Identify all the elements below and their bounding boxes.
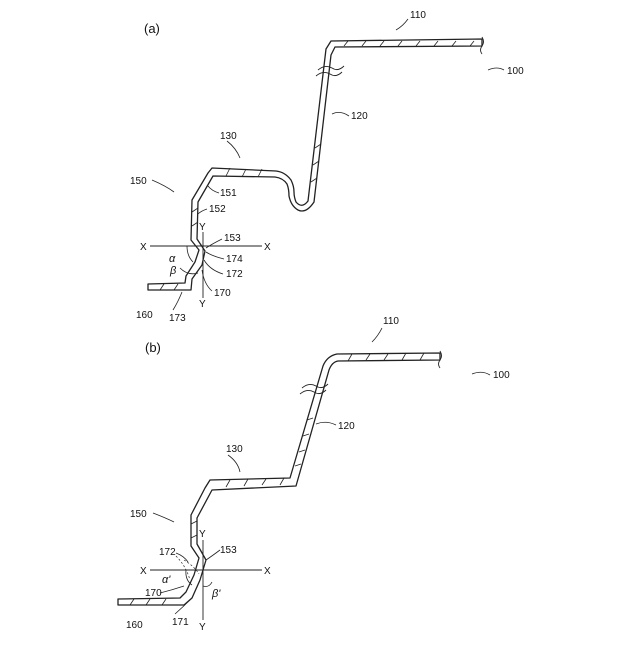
figure-a: (a) (130, 10, 524, 324)
panel-label-a: (a) (144, 21, 160, 36)
label-beta-a: β (169, 265, 177, 277)
label-110-a: 110 (410, 10, 426, 21)
label-130-a: 130 (220, 131, 237, 142)
label-x-right-a: X (264, 242, 271, 253)
label-170-a: 170 (214, 288, 231, 299)
label-150-a: 150 (130, 176, 147, 187)
label-152-a: 152 (209, 204, 226, 215)
label-173-a: 173 (169, 313, 186, 324)
label-beta-b: β' (211, 588, 221, 600)
label-100-b: 100 (493, 370, 510, 381)
label-x-left-a: X (140, 242, 147, 253)
label-174-a: 174 (226, 254, 243, 265)
label-y-bottom-b: Y (199, 622, 206, 633)
label-120-b: 120 (338, 421, 355, 432)
label-150-b: 150 (130, 509, 147, 520)
label-alpha-a: α (169, 253, 176, 265)
label-172-b: 172 (159, 547, 176, 558)
label-100-a: 100 (507, 66, 524, 77)
label-y-bottom-a: Y (199, 299, 206, 310)
angle-arc-beta-b (203, 582, 212, 587)
label-110-b: 110 (383, 316, 399, 327)
label-160-a: 160 (136, 310, 153, 321)
panel-profile-a (148, 39, 482, 290)
label-153-b: 153 (220, 545, 237, 556)
label-160-b: 160 (126, 620, 143, 631)
label-171-b: 171 (172, 617, 189, 628)
panel-label-b: (b) (145, 340, 161, 355)
label-170-b: 170 (145, 588, 162, 599)
label-y-top-b: Y (199, 529, 206, 540)
label-172-a: 172 (226, 269, 243, 280)
label-x-right-b: X (264, 566, 271, 577)
angle-arc-alpha-a (187, 246, 193, 262)
label-120-a: 120 (351, 111, 368, 122)
label-alpha-b: α' (162, 574, 171, 586)
label-x-left-b: X (140, 566, 147, 577)
label-153-a: 153 (224, 233, 241, 244)
label-130-b: 130 (226, 444, 243, 455)
dashed-profile-b (176, 556, 190, 580)
break-mark-a (316, 66, 344, 76)
figure-b: (b) (118, 316, 510, 633)
label-y-top-a: Y (199, 222, 206, 233)
label-151-a: 151 (220, 188, 237, 199)
panel-profile-b (118, 353, 440, 605)
